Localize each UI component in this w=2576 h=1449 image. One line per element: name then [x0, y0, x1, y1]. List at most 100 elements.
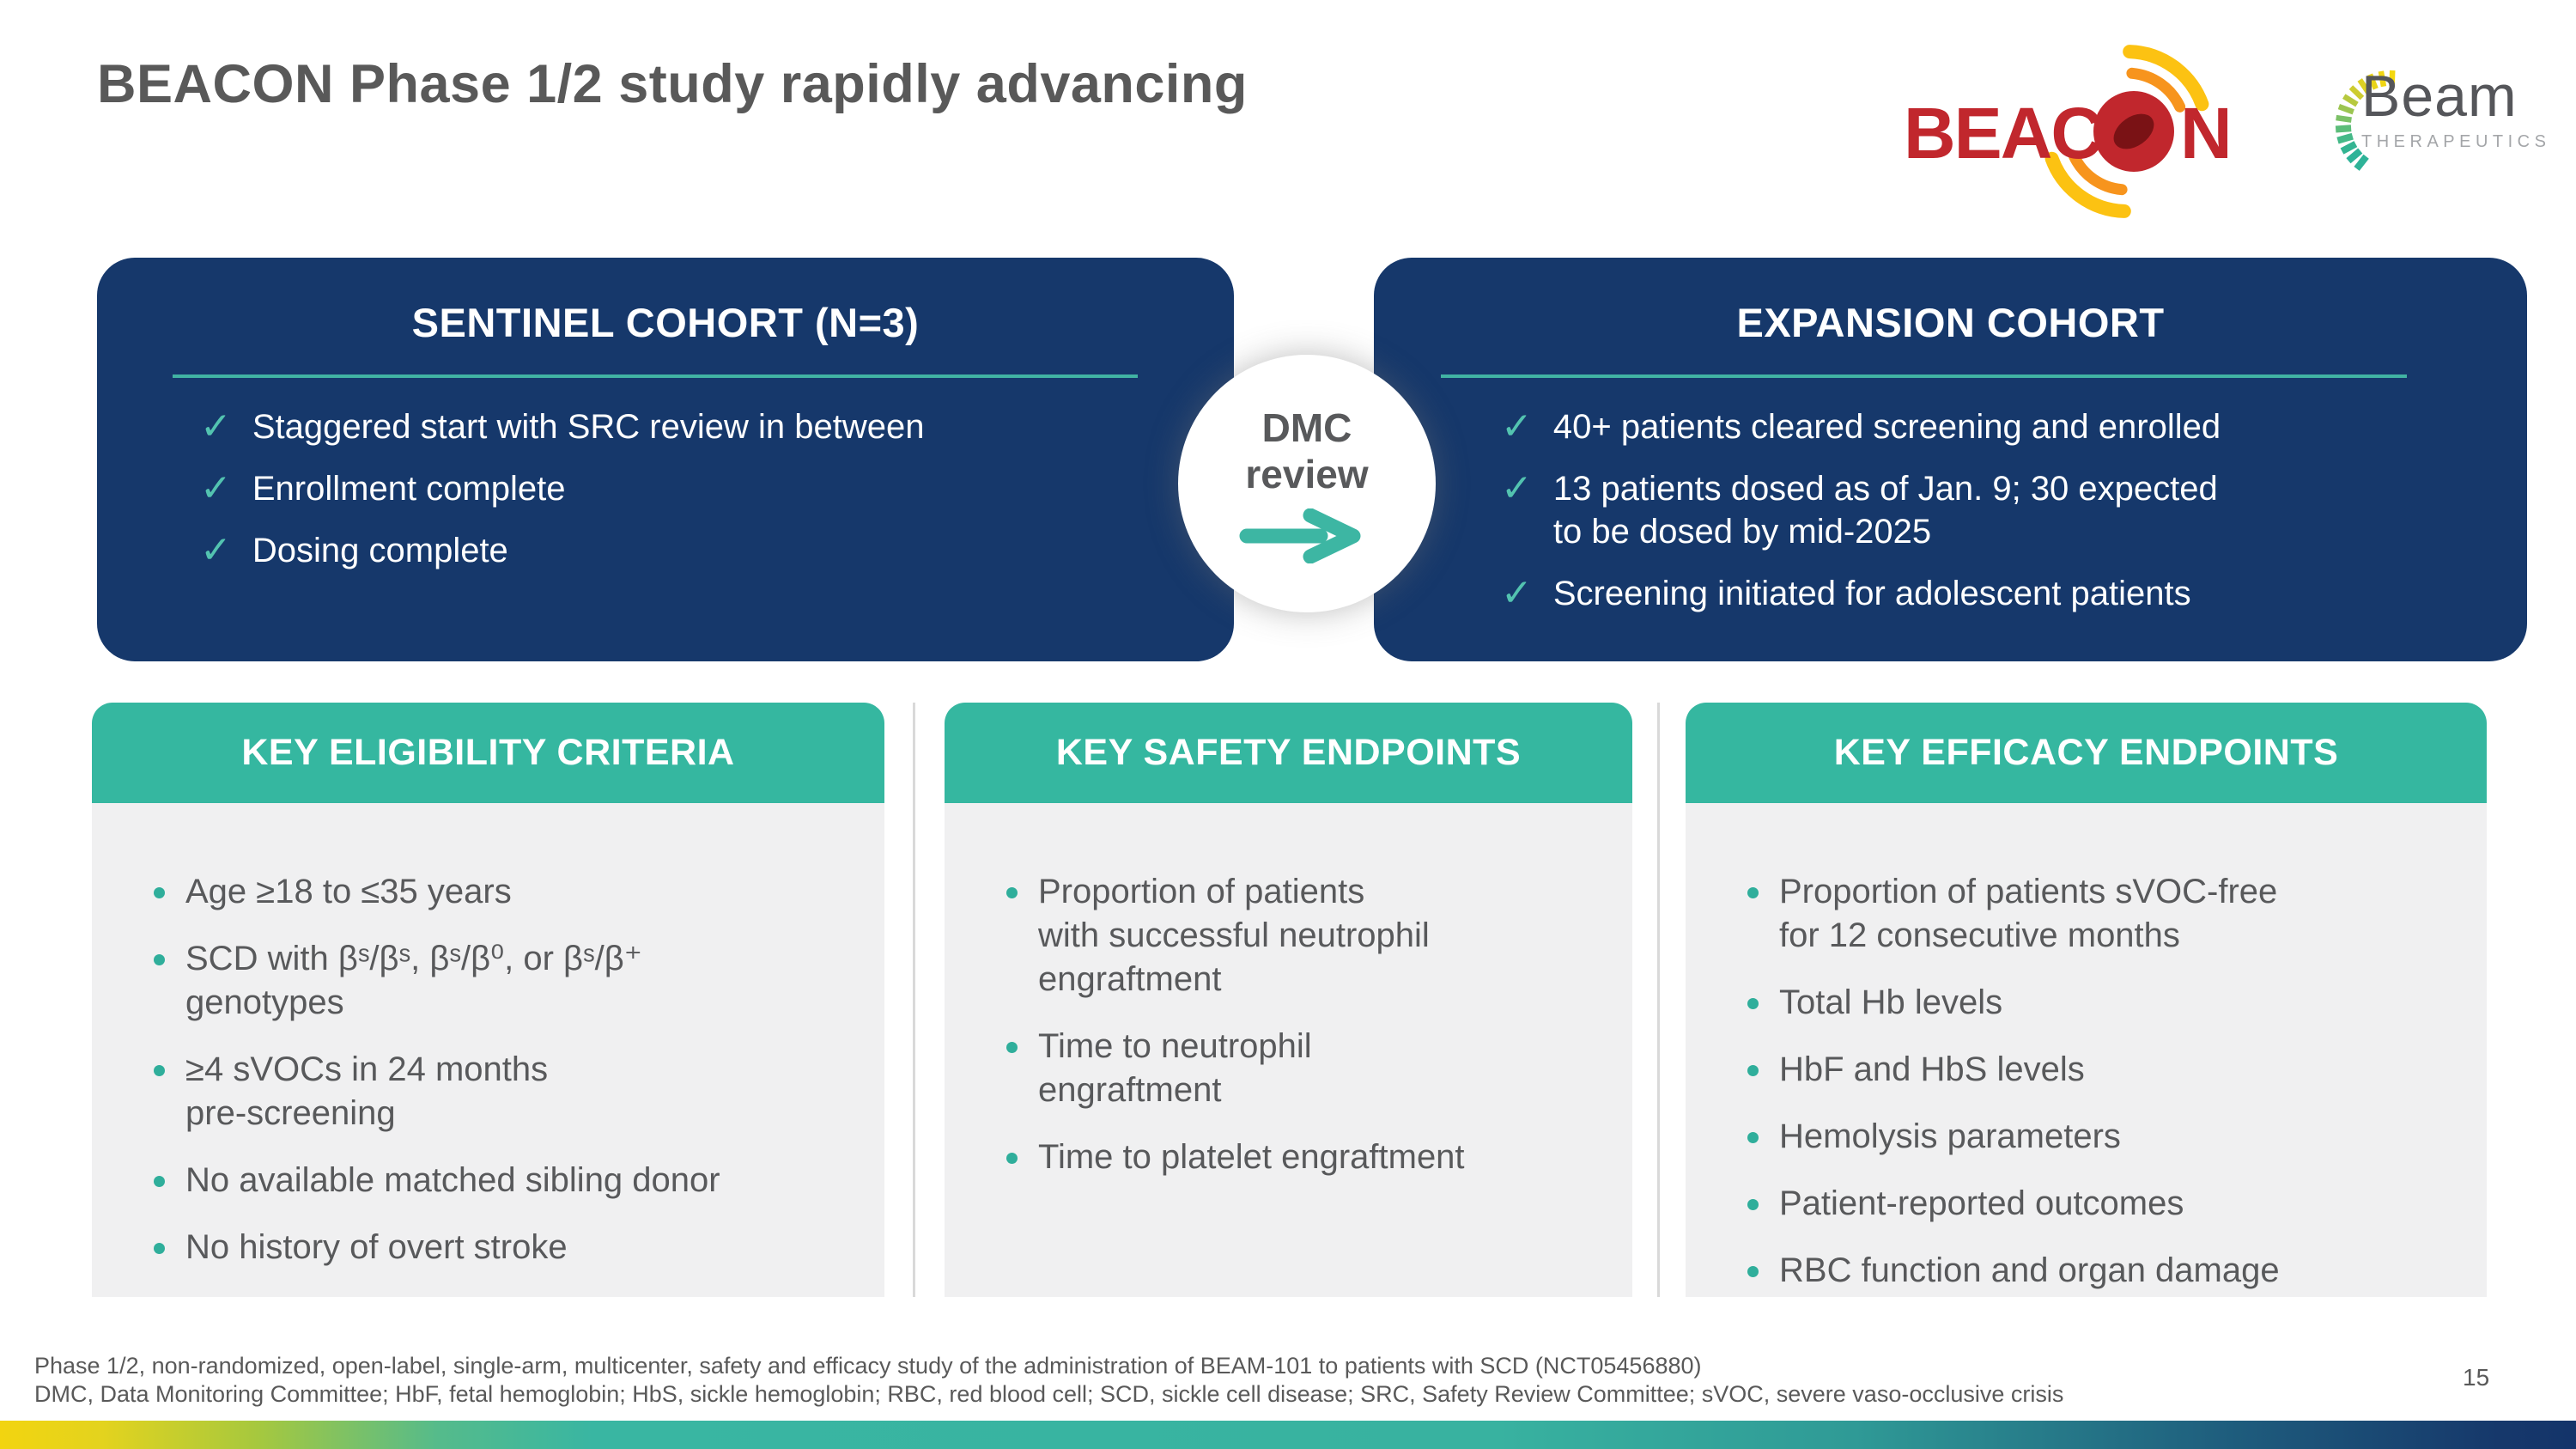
- check-icon: ✓: [200, 529, 232, 571]
- list-item-text: Enrollment complete: [252, 470, 566, 508]
- list-item: SCD with βˢ/βˢ, βˢ/β⁰, or βˢ/β⁺ genotype…: [154, 937, 859, 1025]
- card-body: Proportion of patients with successful n…: [945, 803, 1632, 1297]
- list-item-text: Screening initiated for adolescent patie…: [1552, 575, 2191, 612]
- list-item-text: SCD with βˢ/βˢ, βˢ/β⁰, or βˢ/β⁺: [185, 940, 642, 977]
- beam-logo-name: Beam: [2361, 64, 2518, 129]
- bullet-dot-icon: [1006, 1153, 1018, 1164]
- sentinel-cohort-title: SENTINEL COHORT (N=3): [411, 300, 920, 345]
- list-item-text: with successful neutrophil: [1038, 916, 1430, 954]
- list-item-text: 13 patients dosed as of Jan. 9; 30 expec…: [1552, 470, 2218, 508]
- bottom-gradient-bar: [0, 1421, 2576, 1449]
- beam-therapeutics-logo: Beam THERAPEUTICS: [2308, 41, 2557, 204]
- beacon-arc-bottom-outer: [2044, 151, 2131, 218]
- bullet-dot-icon: [1747, 1199, 1759, 1210]
- list-item-text: Staggered start with SRC review in betwe…: [252, 408, 925, 446]
- list-item: Hemolysis parameters: [1747, 1115, 2461, 1159]
- list-item: No history of overt stroke: [154, 1226, 859, 1269]
- beam-rays-icon: [2335, 70, 2396, 171]
- card-divider: [1657, 703, 1660, 1297]
- list-item-text: No history of overt stroke: [185, 1228, 568, 1266]
- arrow-right-icon: [1239, 508, 1361, 563]
- check-icon: ✓: [1501, 467, 1533, 509]
- list-item-text: No available matched sibling donor: [185, 1161, 720, 1199]
- list-item: Proportion of patients with successful n…: [1006, 870, 1607, 1002]
- list-item: ✓ Enrollment complete: [200, 467, 1200, 510]
- bullet-dot-icon: [1747, 1266, 1759, 1277]
- card-title: KEY EFFICACY ENDPOINTS: [1833, 732, 2339, 773]
- list-item: ✓ 40+ patients cleared screening and enr…: [1501, 405, 2501, 448]
- expansion-cohort-title: EXPANSION COHORT: [1736, 300, 2165, 345]
- card-body: Age ≥18 to ≤35 years SCD with βˢ/βˢ, βˢ/…: [92, 803, 884, 1297]
- bullet-dot-icon: [154, 954, 165, 965]
- list-item-text: ≥4 sVOCs in 24 months: [185, 1050, 549, 1088]
- footnote-line1: Phase 1/2, non-randomized, open-label, s…: [34, 1353, 1702, 1379]
- sentinel-check-list: ✓ Staggered start with SRC review in bet…: [200, 405, 1200, 572]
- bullet-dot-icon: [1747, 887, 1759, 898]
- list-item-text: Dosing complete: [252, 532, 508, 569]
- list-item: Time to platelet engraftment: [1006, 1135, 1607, 1179]
- list-item-text: Total Hb levels: [1779, 983, 2003, 1021]
- bullet-dot-icon: [1006, 887, 1018, 898]
- list-item: ✓ Screening initiated for adolescent pat…: [1501, 572, 2501, 615]
- beacon-arc-top-inner: [2126, 67, 2186, 113]
- bullet-dot-icon: [1747, 1132, 1759, 1143]
- bullet-dot-icon: [154, 1176, 165, 1187]
- list-item: No available matched sibling donor: [154, 1159, 859, 1202]
- page-title: BEACON Phase 1/2 study rapidly advancing: [97, 54, 1248, 114]
- check-icon: ✓: [1501, 405, 1533, 447]
- card-divider: [913, 703, 915, 1297]
- expansion-cohort-panel: EXPANSION COHORT ✓ 40+ patients cleared …: [1374, 258, 2527, 661]
- footnote: Phase 1/2, non-randomized, open-label, s…: [34, 1352, 2063, 1409]
- beacon-logo: BEAC N: [1902, 15, 2254, 230]
- expansion-check-list: ✓ 40+ patients cleared screening and enr…: [1501, 405, 2501, 615]
- page-number: 15: [2463, 1364, 2490, 1391]
- list-item: RBC function and organ damage: [1747, 1249, 2461, 1293]
- dmc-review-badge: DMC review: [1178, 355, 1436, 612]
- list-item-text: Proportion of patients sVOC-free: [1779, 873, 2278, 910]
- bullet-dot-icon: [154, 887, 165, 898]
- list-item-text: genotypes: [185, 983, 344, 1021]
- bullet-dot-icon: [1747, 998, 1759, 1009]
- sentinel-underline: [173, 374, 1138, 378]
- list-item-text: engraftment: [1038, 960, 1222, 998]
- list-item: Patient-reported outcomes: [1747, 1182, 2461, 1226]
- card-header: KEY ELIGIBILITY CRITERIA: [92, 703, 884, 803]
- check-icon: ✓: [200, 405, 232, 447]
- list-item-text: Proportion of patients: [1038, 873, 1365, 910]
- list-item-text: Time to neutrophil: [1038, 1027, 1312, 1065]
- list-item-text: Hemolysis parameters: [1779, 1117, 2121, 1155]
- list-item-text: pre-screening: [185, 1094, 396, 1132]
- bullet-dot-icon: [154, 1065, 165, 1076]
- list-item-text: 40+ patients cleared screening and enrol…: [1552, 408, 2221, 446]
- list-item-text: RBC function and organ damage: [1779, 1251, 2280, 1289]
- check-icon: ✓: [200, 467, 232, 509]
- list-item-text: Time to platelet engraftment: [1038, 1138, 1465, 1176]
- card-header: KEY EFFICACY ENDPOINTS: [1686, 703, 2487, 803]
- beacon-word-end: N: [2180, 93, 2233, 174]
- key-safety-endpoints-card: KEY SAFETY ENDPOINTS Proportion of patie…: [945, 703, 1632, 1297]
- beacon-arc-top-outer: [2123, 45, 2209, 112]
- list-item: HbF and HbS levels: [1747, 1048, 2461, 1092]
- list-item-text: Age ≥18 to ≤35 years: [185, 873, 512, 910]
- list-item: Total Hb levels: [1747, 981, 2461, 1025]
- bullet-dot-icon: [154, 1243, 165, 1254]
- bullet-dot-icon: [1006, 1042, 1018, 1053]
- list-item: Age ≥18 to ≤35 years: [154, 870, 859, 914]
- check-icon: ✓: [1501, 572, 1533, 614]
- card-title: KEY SAFETY ENDPOINTS: [1055, 732, 1522, 773]
- list-item-text: HbF and HbS levels: [1779, 1050, 2085, 1088]
- list-item: ✓ 13 patients dosed as of Jan. 9; 30 exp…: [1501, 467, 2501, 553]
- list-item-text: to be dosed by mid-2025: [1552, 513, 1932, 551]
- dmc-badge-line2: review: [1245, 452, 1369, 497]
- beacon-word-start: BEAC: [1904, 93, 2101, 174]
- list-item-text: Patient-reported outcomes: [1779, 1184, 2184, 1222]
- dmc-badge-line1: DMC: [1261, 405, 1352, 450]
- list-item: ≥4 sVOCs in 24 months pre-screening: [154, 1048, 859, 1135]
- list-item: Proportion of patients sVOC-free for 12 …: [1747, 870, 2461, 958]
- list-item: Time to neutrophil engraftment: [1006, 1025, 1607, 1112]
- card-title: KEY ELIGIBILITY CRITERIA: [241, 732, 735, 773]
- sentinel-cohort-panel: SENTINEL COHORT (N=3) ✓ Staggered start …: [97, 258, 1234, 661]
- list-item-text: engraftment: [1038, 1071, 1222, 1109]
- list-item-text: for 12 consecutive months: [1779, 916, 2180, 954]
